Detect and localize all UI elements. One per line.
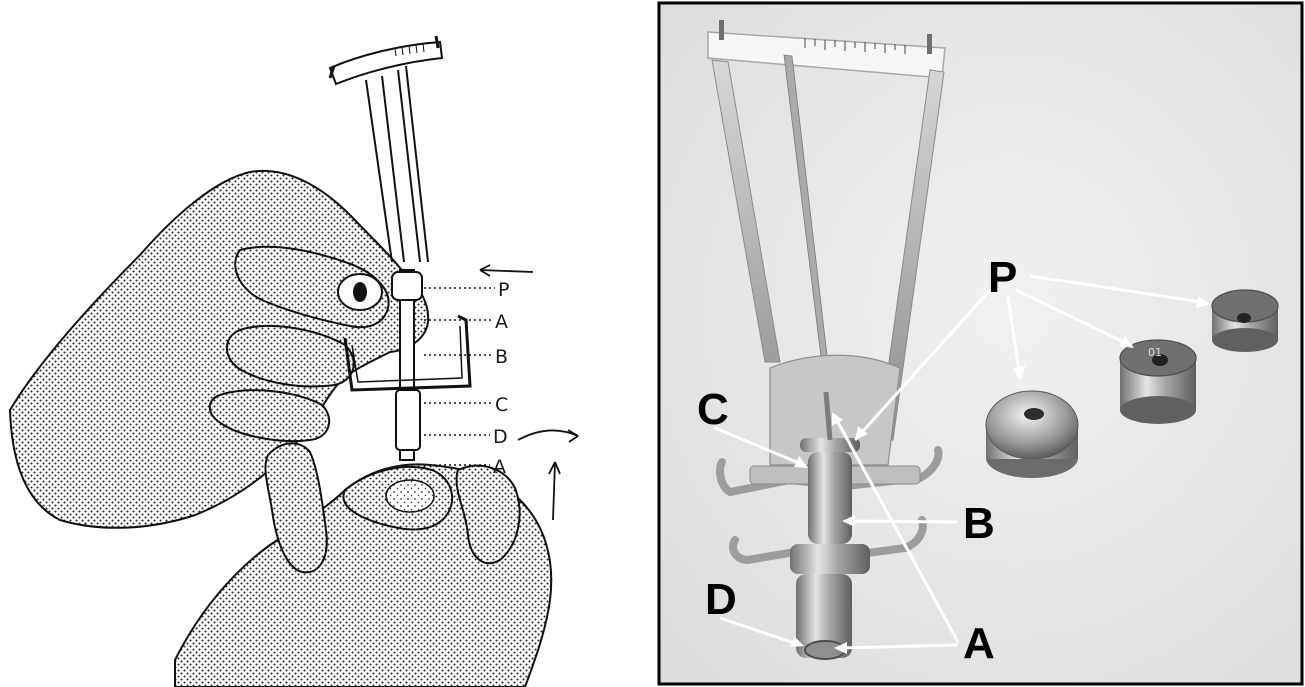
sketch-scale-pin-right <box>436 36 438 48</box>
sketch-thumbnail <box>386 480 434 512</box>
photo-label-p: P <box>988 253 1017 302</box>
photo-weight-middle-mark: 01 <box>1148 346 1162 359</box>
sketch-label-p: P <box>498 279 509 301</box>
sketch-panel: P A B C D A <box>10 36 578 687</box>
photo-label-a: A <box>963 619 995 668</box>
sketch-weight <box>392 272 422 300</box>
photo-background <box>659 3 1302 684</box>
photo-scale-pin-left <box>719 20 724 40</box>
photo-weight-cone <box>986 391 1078 478</box>
photo-scale-pin-right <box>927 34 932 54</box>
sketch-leader-lines <box>424 288 495 465</box>
photo-panel: 01 <box>659 3 1302 684</box>
photo-label-c: C <box>697 385 729 434</box>
sketch-label-b: B <box>495 346 508 368</box>
photo-label-d: D <box>705 575 737 624</box>
sketch-sleeve <box>396 390 420 450</box>
sketch-label-a-lower: A <box>493 456 506 478</box>
photo-collar <box>790 544 870 574</box>
sketch-label-c: C <box>495 394 508 416</box>
sketch-arrow-curve <box>518 430 578 442</box>
sketch-arrow-left <box>480 265 533 276</box>
photo-weight-small <box>1212 290 1278 352</box>
photo-sleeve-upper <box>808 452 852 544</box>
sketch-fingernail-shadow <box>353 282 367 302</box>
sketch-label-a: A <box>495 311 508 333</box>
sketch-scale-plate <box>330 42 442 84</box>
photo-label-b: B <box>963 499 995 548</box>
sketch-upper-hand <box>10 171 428 528</box>
sketch-label-d: D <box>493 426 508 448</box>
sketch-frame <box>366 66 428 262</box>
sketch-arrow-up <box>549 462 560 520</box>
